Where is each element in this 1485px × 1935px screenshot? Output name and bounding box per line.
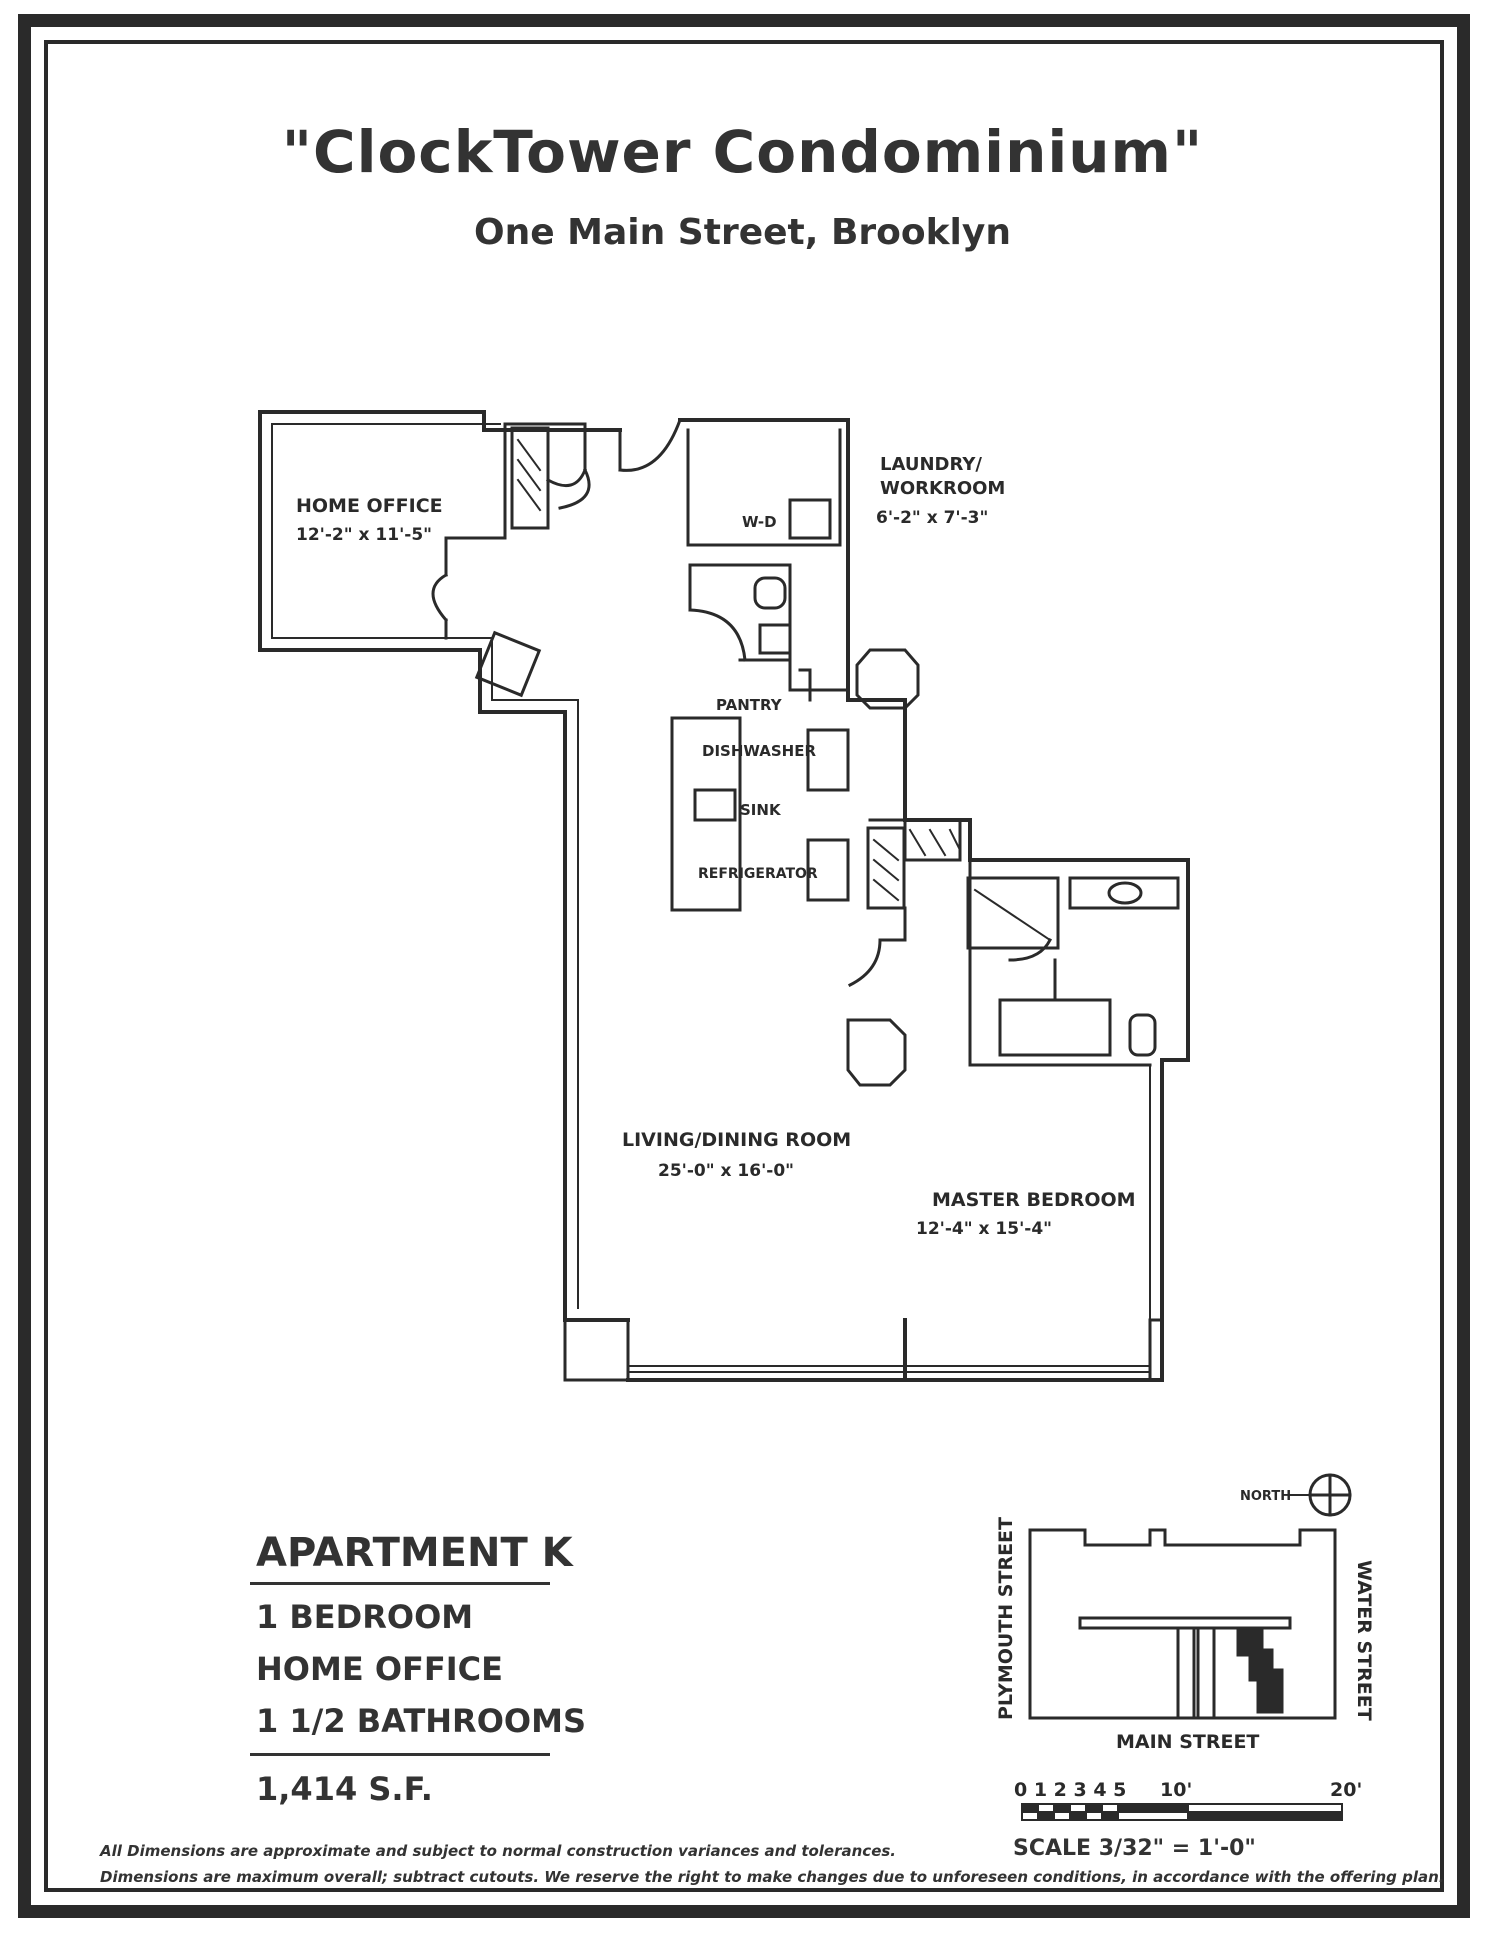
- label-refrigerator: REFRIGERATOR: [698, 866, 818, 882]
- label-home-office-dims: 12'-2" x 11'-5": [296, 525, 432, 545]
- label-main-street: MAIN STREET: [1116, 1731, 1259, 1753]
- label-laundry-dims: 6'-2" x 7'-3": [876, 508, 988, 528]
- label-master-dims: 12'-4" x 15'-4": [916, 1219, 1052, 1239]
- label-plymouth-street: PLYMOUTH STREET: [995, 1517, 1017, 1720]
- disclaimer-line-2: Dimensions are maximum overall; subtract…: [100, 1868, 1445, 1886]
- label-home-office: HOME OFFICE: [296, 495, 443, 517]
- apartment-rule-2: [250, 1753, 550, 1756]
- outer-border: [18, 14, 1470, 1918]
- label-laundry-2: WORKROOM: [880, 478, 1005, 499]
- page-title: "ClockTower Condominium": [281, 118, 1204, 186]
- label-wd: W-D: [742, 513, 777, 531]
- apartment-baths: 1 1/2 BATHROOMS: [256, 1702, 586, 1740]
- scale-twenty: 20': [1330, 1779, 1362, 1801]
- scale-label: SCALE 3/32" = 1'-0": [1013, 1836, 1256, 1861]
- key-plan: [1028, 1473, 1352, 1720]
- scale-ticks: 0 1 2 3 4 5: [1014, 1779, 1126, 1801]
- disclaimer-line-1: All Dimensions are approximate and subje…: [100, 1842, 896, 1860]
- apartment-bedrooms: 1 BEDROOM: [256, 1598, 474, 1636]
- bedroom-walls: [847, 818, 1180, 1067]
- label-water-street: WATER STREET: [1353, 1560, 1375, 1721]
- apartment-rule: [250, 1582, 550, 1585]
- label-sink: SINK: [740, 801, 782, 819]
- label-living: LIVING/DINING ROOM: [622, 1129, 851, 1151]
- label-dishwasher: DISHWASHER: [702, 742, 816, 760]
- inner-border: [44, 40, 1444, 1892]
- scale-bar: [1021, 1803, 1343, 1821]
- outer-walls: [258, 410, 1190, 1382]
- label-pantry: PANTRY: [716, 696, 783, 714]
- core-walls: [618, 418, 920, 1087]
- closet-hatching: [516, 438, 1052, 942]
- label-master: MASTER BEDROOM: [932, 1189, 1136, 1211]
- label-north: NORTH: [1240, 1489, 1291, 1504]
- page-subtitle: One Main Street, Brooklyn: [474, 212, 1011, 253]
- apartment-name: APARTMENT K: [256, 1530, 573, 1576]
- apartment-area: 1,414 S.F.: [256, 1770, 433, 1808]
- apartment-office: HOME OFFICE: [256, 1650, 503, 1688]
- label-living-dims: 25'-0" x 16'-0": [658, 1161, 794, 1181]
- label-laundry-1: LAUNDRY/: [880, 454, 982, 475]
- home-office-walls: [431, 422, 591, 698]
- scale-ten: 10': [1160, 1779, 1192, 1801]
